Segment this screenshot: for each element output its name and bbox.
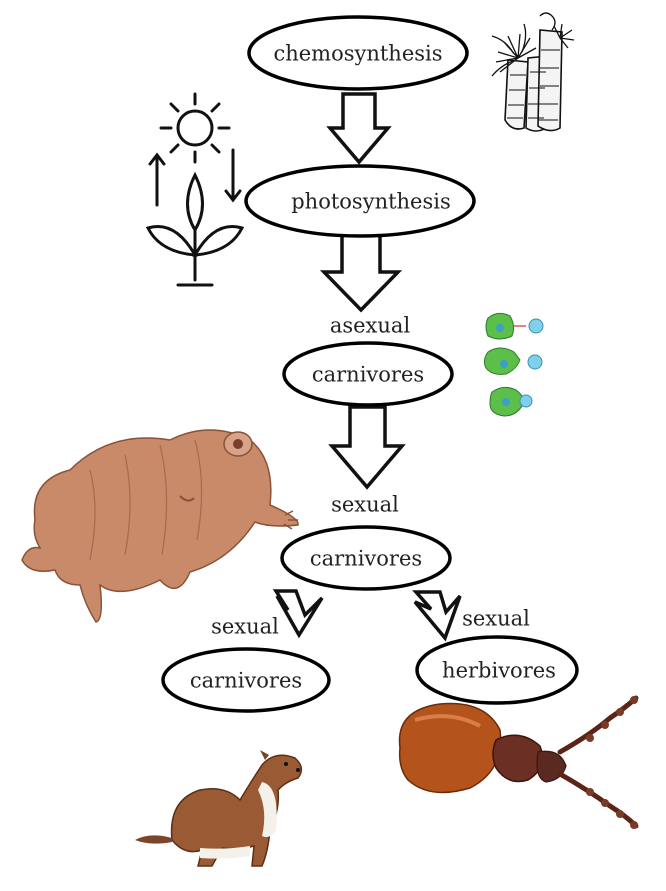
node-label: photosynthesis [291,190,451,214]
beetle-illustration [398,695,639,829]
node-label: carnivores [312,363,424,387]
arrow-to-right-herbivores [412,590,462,642]
arrow-photo-to-carnivores [319,233,403,313]
node-label: herbivores [442,659,556,683]
node-photosynthesis: photosynthesis [244,164,476,238]
plant-sun-icon [145,92,245,287]
node-carnivores-left: carnivores [161,647,331,713]
edge-label-sexual-right: sexual [462,607,530,631]
node-label: chemosynthesis [273,42,442,66]
node-chemosynthesis: chemosynthesis [247,15,469,91]
node-label: carnivores [310,547,422,571]
tube-worms-illustration [491,12,575,132]
arrow-chemo-to-photo [326,92,392,165]
tardigrade-illustration [21,429,299,623]
weasel-illustration [135,750,303,867]
arrow-carnivores-to-carnivores [328,405,406,490]
arrow-to-left-carnivores [272,589,324,639]
phagocytosis-illustration [483,312,544,417]
edge-label-sexual: sexual [331,493,399,517]
node-carnivores-asexual: carnivores [282,341,454,407]
node-label: carnivores [190,669,302,693]
node-carnivores-sexual: carnivores [280,525,452,591]
node-herbivores: herbivores [415,635,579,705]
edge-label-asexual: asexual [330,314,411,338]
edge-label-sexual-left: sexual [211,615,279,639]
